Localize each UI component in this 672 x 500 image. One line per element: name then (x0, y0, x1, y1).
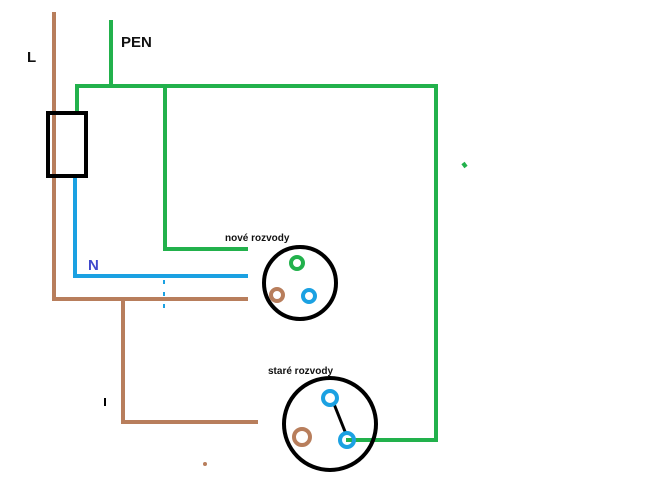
neutral-wires (73, 175, 248, 312)
old-socket-bridge (332, 403, 348, 435)
old-socket-outline (282, 376, 378, 472)
label-l: L (27, 49, 37, 66)
old-socket-top-terminal (321, 389, 339, 407)
new-socket-l-terminal (269, 287, 285, 303)
pen-wires (75, 20, 468, 442)
label-pen: PEN (121, 34, 152, 51)
pen-top-wire (75, 84, 438, 442)
brown-stray-dot (203, 462, 207, 466)
new-socket (262, 245, 338, 321)
label-stare-rozvody: staré rozvody (268, 366, 334, 377)
label-n: N (88, 257, 99, 274)
new-socket-n-terminal (301, 288, 317, 304)
new-socket-outline (262, 245, 338, 321)
n-wire (73, 175, 248, 278)
phase-wires (52, 12, 258, 424)
label-nove-rozvody: nové rozvody (225, 233, 290, 244)
l-main-wire (52, 12, 248, 301)
pe-new-socket-wire (163, 86, 248, 251)
old-socket-n-terminal (338, 431, 356, 449)
new-socket-pe-terminal (289, 255, 305, 271)
fuse-box (46, 111, 88, 178)
old-socket-l-terminal (292, 427, 312, 447)
old-socket (282, 376, 378, 472)
l-branch-wire (121, 299, 258, 424)
green-stray-mark (461, 161, 468, 169)
